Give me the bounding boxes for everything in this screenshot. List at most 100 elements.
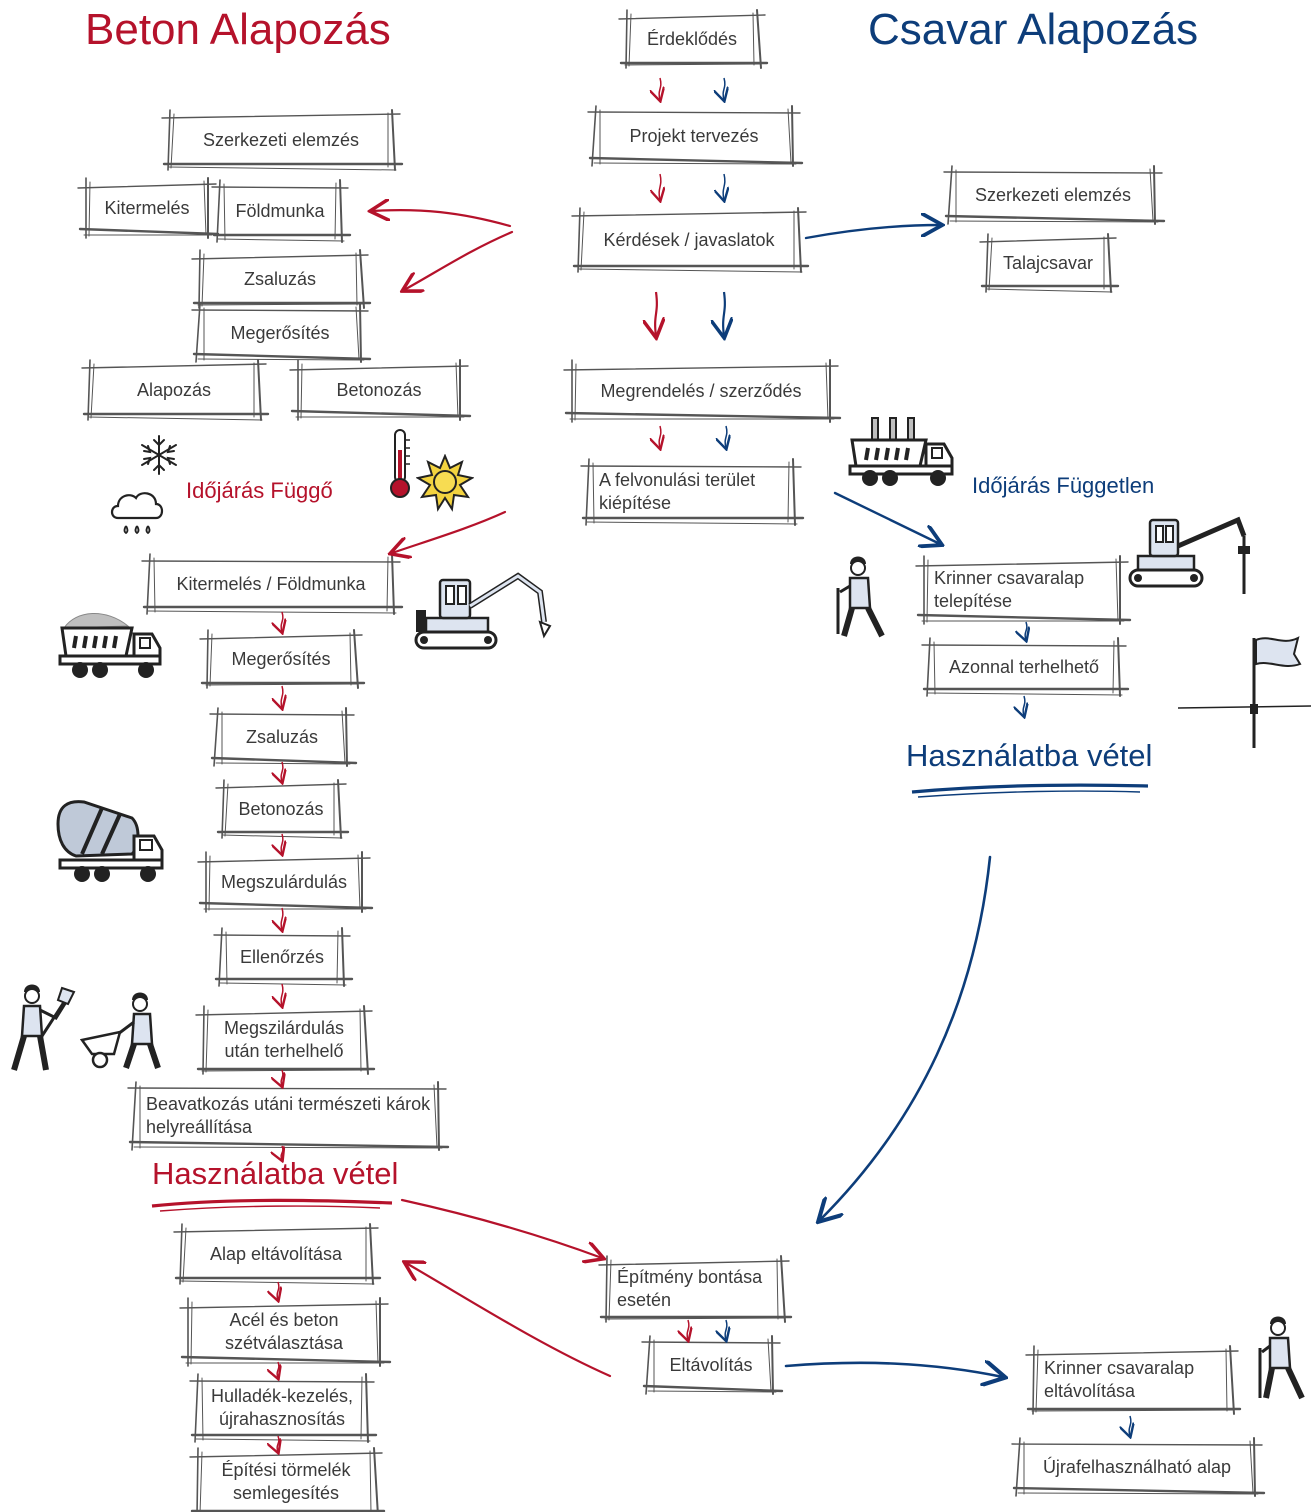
arrow-to-zsaluzas [404, 230, 514, 290]
box-frame-stroke [290, 409, 472, 418]
box-label: Megszilárdulás után terhelhelő [223, 1018, 345, 1061]
box-frame-stroke [337, 779, 342, 839]
box-erdeklodes: Érdeklődés [625, 16, 759, 62]
box-frame-stroke [780, 1255, 786, 1323]
box-label: Újrafelhasználható alap [1042, 1456, 1232, 1477]
box-beton-tormelek: Építési törmelék semlegesítés [196, 1454, 376, 1510]
box-label: Kérdések / javaslatok [603, 229, 775, 250]
box-frame-stroke [791, 105, 794, 167]
flow-down-arrow [277, 1361, 279, 1378]
flow-down-arrow [277, 1281, 279, 1300]
box-beton-hulladek: Hulladék-kezelés, újrahasznosítás [196, 1380, 368, 1436]
box-csavar-talajcsavar: Talajcsavar [986, 240, 1110, 286]
box-frame-stroke [141, 560, 401, 563]
box-frame-stroke [767, 1338, 772, 1392]
box-frame-stroke [771, 1335, 774, 1395]
box-eltavolitas: Eltávolítás [648, 1342, 774, 1388]
box-label: Eltávolítás [669, 1354, 753, 1375]
box-frame-stroke [88, 181, 91, 237]
flow-down-arrow [281, 1145, 283, 1160]
arrow-to-csavar-execution [833, 491, 940, 544]
csavar-use-label: Használatba vétel [906, 738, 1153, 773]
box-frame-stroke [201, 253, 205, 307]
box-beton-kitermeles: Kitermelés [84, 184, 210, 232]
box-beton-step-megszulardulas: Megszulárdulás [204, 858, 364, 906]
box-beton-szerkezeti: Szerkezeti elemzés [168, 116, 394, 164]
gravel-truck-icon [58, 613, 162, 678]
arrow-to-beton-execution [392, 510, 507, 553]
flow-down-arrow [1023, 695, 1025, 716]
flow-down-arrow [655, 291, 657, 336]
box-label: Betonozás [238, 798, 324, 819]
box-frame-stroke [787, 461, 790, 523]
flow-down-arrow [281, 983, 283, 1006]
box-beton-step-terhelheto: Megszilárdulás után terhelhelő [202, 1012, 366, 1068]
beton-use-label: Használatba vétel [152, 1156, 399, 1191]
box-frame-stroke [1253, 1437, 1256, 1497]
box-frame-stroke [213, 707, 219, 767]
box-frame-stroke [1149, 168, 1154, 222]
box-frame-stroke [433, 1084, 438, 1148]
concrete-mixer-icon [56, 800, 164, 882]
box-csavar-azonnal: Azonnal terhelhető [928, 644, 1120, 690]
box-frame-stroke [219, 982, 347, 986]
sun-icon [416, 454, 474, 512]
box-frame-stroke [199, 1451, 203, 1512]
flow-down-arrow [1025, 621, 1027, 640]
box-csavar-ujrafelhasznalhato: Újrafelhasználható alap [1018, 1444, 1256, 1490]
flow-down-arrow [687, 1319, 689, 1340]
box-frame-stroke [87, 359, 91, 421]
box-frame-stroke [355, 306, 360, 360]
box-label: Alapozás [136, 379, 212, 400]
box-frame-stroke [180, 1355, 392, 1364]
box-projekt: Projekt tervezés [594, 112, 794, 160]
box-frame-stroke [944, 214, 1166, 223]
box-label: Beavatkozás utáni természeti károk helyr… [146, 1094, 431, 1137]
box-frame-stroke [373, 1447, 379, 1512]
box-beton-acel: Acél és beton szétválasztása [186, 1304, 382, 1360]
flow-down-arrow [659, 425, 661, 448]
box-frame-stroke [792, 458, 796, 526]
box-frame-stroke [216, 179, 221, 243]
box-frame-stroke [336, 930, 339, 984]
worker-screw-icon [836, 556, 885, 638]
box-label: Acél és beton szétválasztása [224, 1310, 344, 1353]
box-label: Projekt tervezés [629, 125, 759, 146]
box-label: Kitermelés [104, 197, 190, 218]
box-frame-stroke [192, 352, 372, 361]
box-label: Azonnal terhelhető [948, 656, 1100, 677]
box-frame-stroke [349, 632, 352, 686]
box-frame-stroke [167, 109, 171, 171]
box-label: Alap eltávolítása [209, 1243, 343, 1264]
box-frame-stroke [933, 641, 936, 695]
box-frame-stroke [564, 411, 842, 420]
box-csavar-telepites: Krinner csavaralap telepítése [922, 562, 1122, 618]
flow-down-arrow [281, 761, 283, 782]
box-frame-stroke [334, 182, 337, 240]
box-frame-stroke [927, 692, 1123, 696]
box-frame-stroke [345, 707, 348, 767]
box-frame-stroke [628, 13, 632, 67]
thermometer-icon [390, 429, 410, 498]
box-frame-stroke [189, 1452, 383, 1458]
box-frame-stroke [211, 186, 349, 189]
arrow-beton-to-bontas [400, 1198, 602, 1258]
box-frame-stroke [586, 521, 798, 525]
box-frame-stroke [81, 363, 267, 369]
worker-screw-icon [1258, 1316, 1305, 1400]
beton-use-underline [151, 1198, 393, 1208]
box-frame-stroke [1012, 1486, 1266, 1495]
box-frame-stroke [915, 561, 1129, 567]
box-frame-stroke [1011, 1443, 1263, 1446]
box-frame-stroke [179, 1280, 375, 1285]
box-beton-zsaluzas: Zsaluzás [198, 256, 362, 302]
box-frame-stroke [580, 465, 802, 468]
box-megrendeles: Megrendelés / szerződés [570, 366, 832, 416]
box-frame-stroke [365, 1373, 369, 1443]
box-frame-stroke [87, 416, 263, 421]
flow-down-arrow [723, 291, 725, 336]
flow-down-arrow [281, 611, 283, 632]
box-frame-stroke [1249, 1440, 1254, 1494]
box-frame-stroke [173, 1227, 379, 1233]
box-frame-stroke [195, 1010, 373, 1016]
